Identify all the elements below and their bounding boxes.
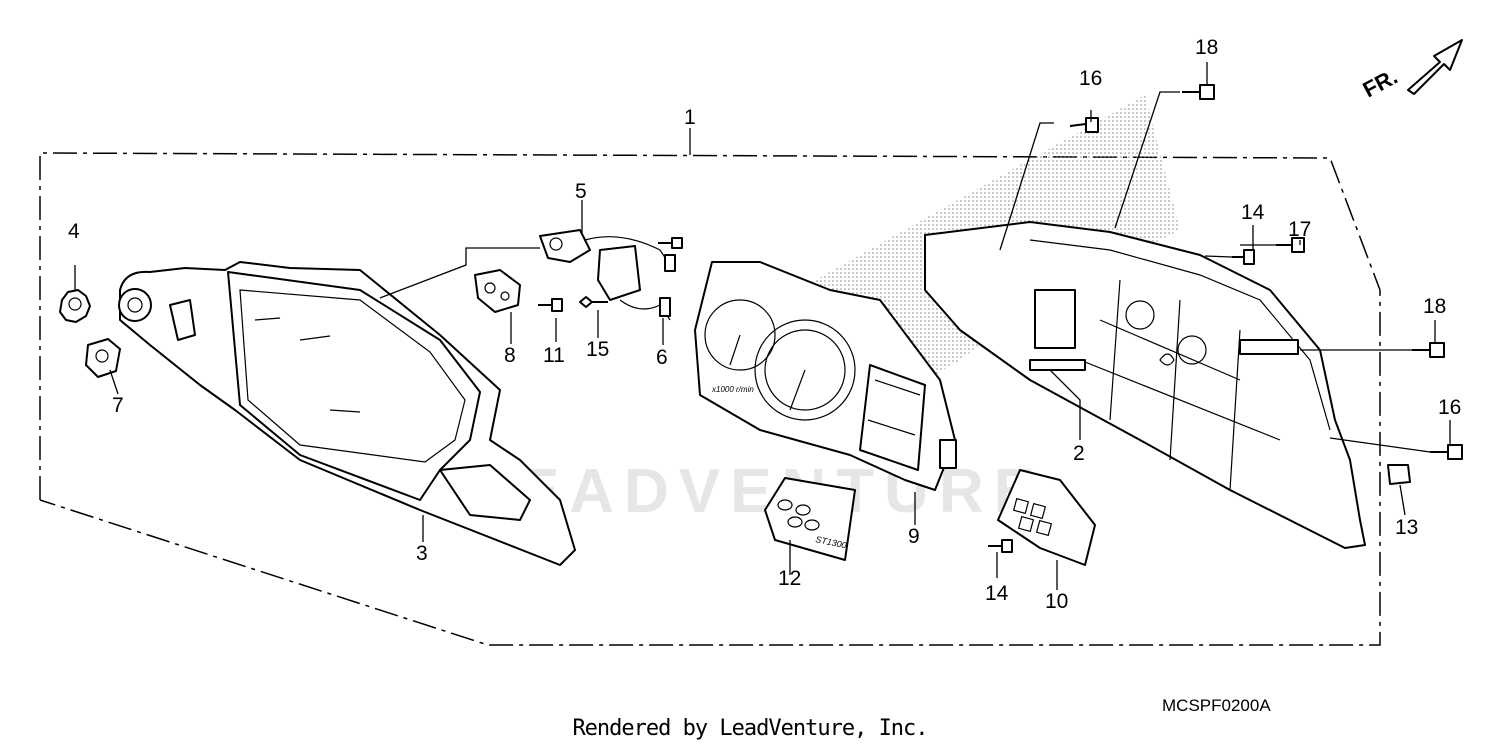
diagram-code: MCSPF0200A bbox=[1162, 696, 1271, 715]
part-2-rear-case bbox=[924, 221, 1366, 549]
part-5-switch bbox=[539, 229, 671, 266]
callout-4: 4 bbox=[68, 220, 80, 243]
callout-15: 15 bbox=[586, 338, 609, 361]
callout-14-bottom: 14 bbox=[985, 582, 1009, 605]
callout-17: 17 bbox=[1288, 218, 1311, 241]
part-12-indicator-plate: ST1300 bbox=[764, 477, 856, 561]
part-6-harness bbox=[597, 245, 676, 321]
tach-scale-text: x1000 r/min bbox=[711, 385, 754, 394]
callout-16-right: 16 bbox=[1438, 396, 1461, 419]
callout-5: 5 bbox=[575, 180, 587, 203]
part-4-knob bbox=[59, 289, 91, 323]
front-direction-arrow: FR. bbox=[1359, 39, 1463, 103]
part-8-switch-body bbox=[474, 269, 521, 313]
credit-text: Rendered by LeadVenture, Inc. bbox=[572, 716, 928, 741]
callout-2: 2 bbox=[1073, 442, 1085, 465]
callout-numbers: 1 2 3 4 5 6 7 8 9 10 11 12 13 14 14 15 1… bbox=[68, 36, 1461, 613]
callout-12: 12 bbox=[778, 567, 801, 590]
leader-lines bbox=[74, 62, 1451, 590]
callout-18-right: 18 bbox=[1423, 295, 1446, 318]
part-3-housing-cover bbox=[118, 261, 576, 566]
assembly-frame bbox=[39, 152, 1381, 646]
direction-label: FR. bbox=[1359, 64, 1402, 103]
callout-13: 13 bbox=[1395, 516, 1418, 539]
callout-16-top: 16 bbox=[1079, 67, 1102, 90]
part-9-meter-panel: x1000 r/min bbox=[694, 261, 957, 491]
callout-8: 8 bbox=[504, 344, 516, 367]
small-screws bbox=[538, 237, 683, 312]
part-13-cap bbox=[1387, 464, 1411, 485]
callout-14-top: 14 bbox=[1241, 201, 1265, 224]
callout-18-top: 18 bbox=[1195, 36, 1218, 59]
callout-9: 9 bbox=[908, 525, 920, 548]
part-10-switch-board bbox=[997, 469, 1096, 566]
callout-10: 10 bbox=[1045, 590, 1068, 613]
callout-11: 11 bbox=[543, 344, 565, 367]
part-7-grommet bbox=[85, 338, 121, 378]
callout-3: 3 bbox=[416, 542, 428, 565]
callout-7: 7 bbox=[112, 394, 124, 417]
callout-6: 6 bbox=[656, 346, 668, 369]
callout-1: 1 bbox=[684, 106, 696, 129]
